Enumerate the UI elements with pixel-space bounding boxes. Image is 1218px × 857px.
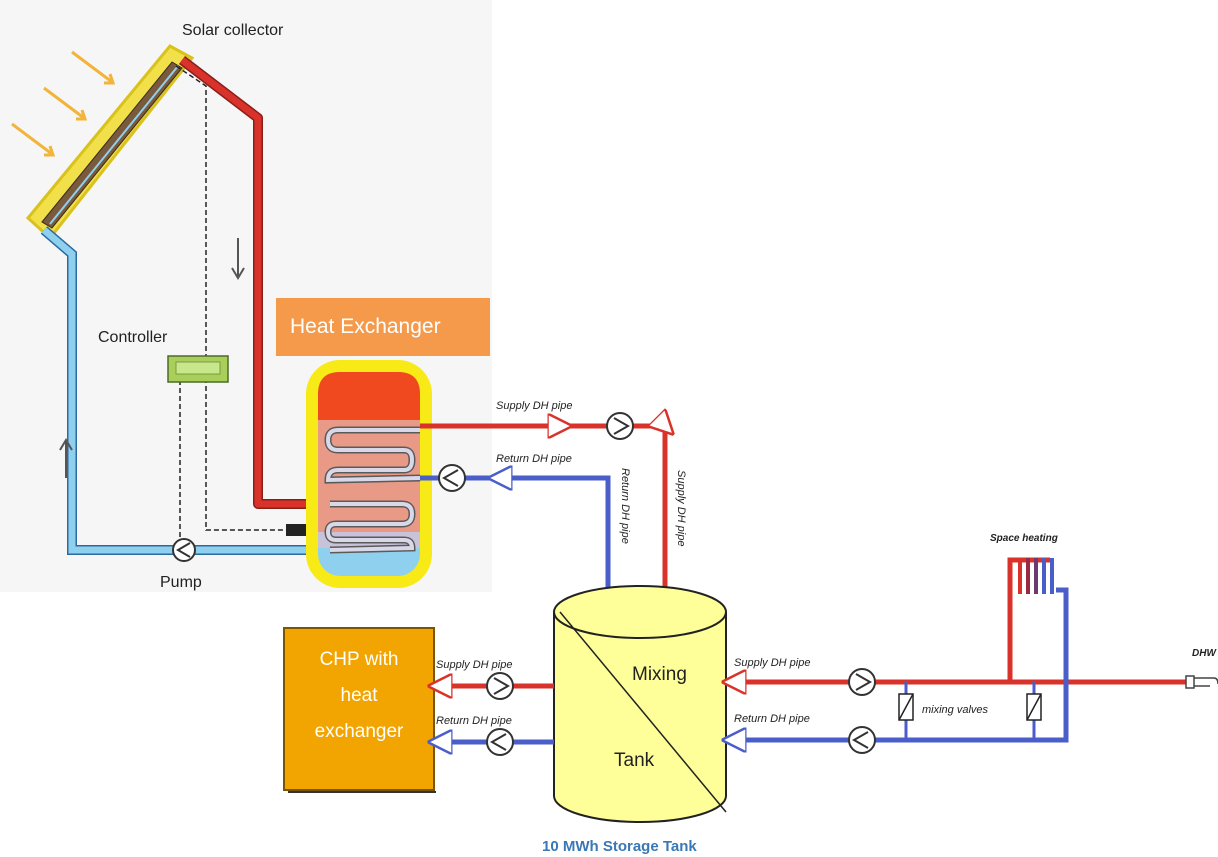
mixing-valve-left-icon	[898, 682, 914, 740]
tank-label: Tank	[614, 750, 655, 771]
heat-exchanger-label-box	[276, 298, 490, 356]
return-vertical-label: Return DH pipe	[619, 468, 631, 544]
top-return-label: Return DH pipe	[496, 453, 572, 465]
solar-collector	[25, 44, 195, 241]
chp-box	[283, 627, 435, 791]
right-return-pump-icon	[848, 726, 876, 754]
temperature-sensor	[286, 524, 306, 536]
chp-label-line3: exchanger	[315, 721, 404, 742]
left-supply-label: Supply DH pipe	[436, 659, 512, 671]
storage-tank-caption: 10 MWh Storage Tank	[542, 838, 697, 855]
top-supply-label: Supply DH pipe	[496, 400, 572, 412]
solar-collector-label: Solar collector	[182, 22, 284, 39]
top-supply-pump-icon	[606, 412, 634, 440]
left-supply-pump-icon	[486, 672, 514, 700]
mixing-valve-right-icon	[1026, 682, 1042, 740]
storage-tank	[553, 585, 727, 823]
chp-label-line2: heat	[341, 685, 379, 706]
space-heating-label: Space heating	[990, 533, 1058, 544]
right-supply-pump-icon	[848, 668, 876, 696]
mixing-label: Mixing	[632, 664, 687, 685]
heat-exchanger-coil	[324, 426, 421, 554]
heat-exchanger-vessel	[306, 360, 432, 588]
heat-exchanger-label: Heat Exchanger	[290, 315, 441, 338]
sun-rays-icon	[11, 50, 116, 157]
solar-pump-icon	[172, 538, 196, 562]
flow-arrow-down-icon	[231, 238, 245, 280]
right-supply-label: Supply DH pipe	[734, 657, 810, 669]
left-return-pump-icon	[486, 728, 514, 756]
top-supply-dh-pipe	[420, 426, 665, 590]
right-return-label: Return DH pipe	[734, 713, 810, 725]
top-return-pump-icon	[438, 464, 466, 492]
dhw-tap-icon	[1185, 675, 1218, 689]
flow-arrow-up-icon	[59, 438, 73, 478]
left-return-label: Return DH pipe	[436, 715, 512, 727]
dhw-label: DHW	[1192, 648, 1217, 659]
control-wiring	[175, 65, 290, 548]
top-return-dh-pipe	[420, 478, 611, 590]
solar-supply-pipe	[178, 56, 330, 509]
solar-return-pipe	[40, 226, 330, 555]
chp-label-line1: CHP with	[320, 649, 399, 670]
controller-display	[175, 361, 221, 375]
space-heating-radiator-icon	[1007, 557, 1054, 682]
supply-vertical-label: Supply DH pipe	[675, 470, 687, 546]
right-return-dh-pipe	[726, 587, 1069, 740]
pump-label: Pump	[160, 574, 202, 591]
mixing-valves-label: mixing valves	[922, 704, 989, 716]
controller-label: Controller	[98, 329, 168, 346]
